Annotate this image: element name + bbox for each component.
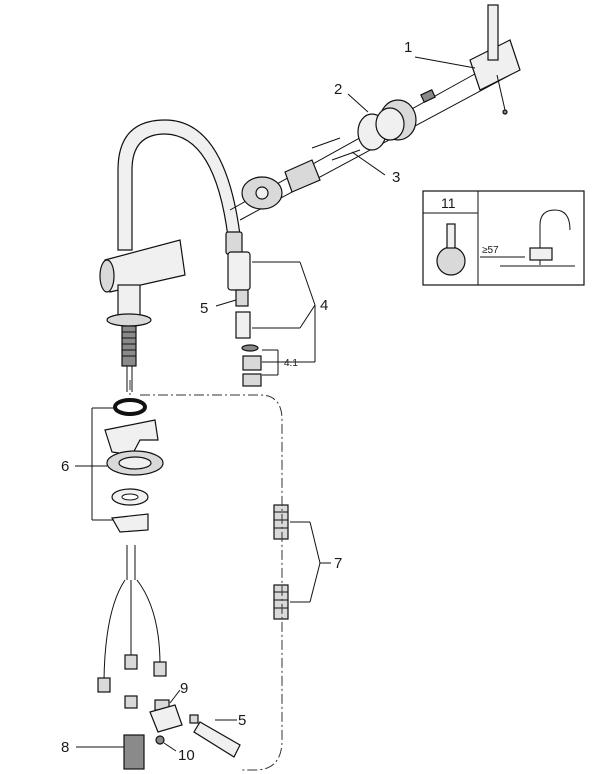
callout-9: 9 <box>180 680 188 697</box>
leader-lines <box>75 56 476 752</box>
callout-6: 6 <box>61 458 69 475</box>
callout-2: 2 <box>334 81 342 98</box>
callout-4-1: 4.1 <box>284 358 298 369</box>
inset-dimension: ≥57 <box>482 245 499 256</box>
hose-routing-path <box>140 394 283 771</box>
callout-7: 7 <box>334 555 342 572</box>
supply-hoses <box>97 545 167 709</box>
callout-1: 1 <box>404 39 412 56</box>
callout-4: 4 <box>320 297 328 314</box>
spray-head-assembly <box>227 251 262 387</box>
callout-5-bottom: 5 <box>238 712 246 729</box>
callout-5-top: 5 <box>200 300 208 317</box>
cartridge-assembly <box>229 4 521 221</box>
inset-box <box>422 190 585 286</box>
spring-guards <box>273 504 289 620</box>
faucet-body <box>99 119 243 392</box>
callout-8: 8 <box>61 739 69 756</box>
valve-connector-assembly <box>123 699 241 770</box>
callout-10: 10 <box>178 747 195 764</box>
inset-label: 11 <box>441 195 456 211</box>
gasket-stack <box>104 398 164 533</box>
callout-3: 3 <box>392 169 400 186</box>
